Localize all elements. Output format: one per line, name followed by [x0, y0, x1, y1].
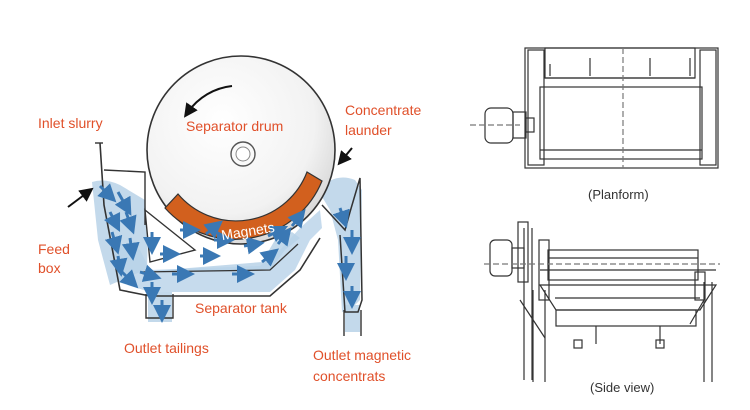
- separator-tank-label: Separator tank: [195, 300, 287, 316]
- flow-arrow: [119, 269, 139, 289]
- flow-arrow: [121, 237, 140, 261]
- flow-arrow: [203, 220, 224, 239]
- flow-arrow: [97, 183, 117, 203]
- separator-cross-section: Magnets: [67, 55, 363, 336]
- flow-arrows: [97, 183, 361, 323]
- launder-pipe: [343, 310, 362, 336]
- flow-arrow: [332, 207, 350, 229]
- flow-arrow: [109, 255, 128, 277]
- drum-shaft-inner: [235, 146, 251, 162]
- outlet-tailings-label: Outlet tailings: [124, 340, 209, 356]
- flow-arrow: [287, 208, 306, 229]
- side-view-caption: (Side view): [590, 380, 655, 395]
- flow-arrow: [104, 231, 123, 255]
- outlet-magnetic-label-line1: Outlet magnetic: [313, 347, 412, 363]
- flow-arrow: [267, 225, 289, 243]
- side-view: [484, 221, 720, 382]
- rotation-arrow-icon: [183, 85, 233, 118]
- planform-caption: (Planform): [588, 187, 649, 202]
- inlet-slurry-label: Inlet slurry: [38, 115, 103, 131]
- feed-box-label-line1: Feed: [38, 241, 70, 257]
- flow-arrow: [119, 211, 137, 235]
- feed-box-label-line2: box: [38, 260, 61, 276]
- concentrate-launder-label-line1: Concentrate: [345, 102, 422, 118]
- side-motor: [489, 239, 513, 277]
- launder-pointer-arrow-icon: [337, 147, 353, 166]
- flow-arrow: [103, 211, 121, 233]
- flow-arrow: [139, 264, 162, 282]
- flow-arrow: [114, 191, 132, 216]
- flow-arrow: [243, 236, 265, 255]
- feed-pointer-arrow-icon: [67, 187, 94, 208]
- planform-left-rail: [527, 49, 545, 166]
- flow-arrow: [259, 248, 280, 267]
- planform-drum: [539, 86, 703, 160]
- planform-top-bar: [544, 47, 696, 79]
- separator-drum-label: Separator drum: [186, 118, 284, 134]
- side-tank: [538, 284, 718, 311]
- planform-view: [470, 47, 719, 169]
- side-drum: [547, 249, 699, 281]
- magnetic-outlet-slurry: [345, 305, 360, 332]
- planform-right-rail: [699, 49, 717, 166]
- outlet-magnetic-label-line2: concentrats: [313, 368, 386, 384]
- feed-box-top: [103, 169, 146, 225]
- concentrate-launder-label-line2: launder: [345, 122, 392, 138]
